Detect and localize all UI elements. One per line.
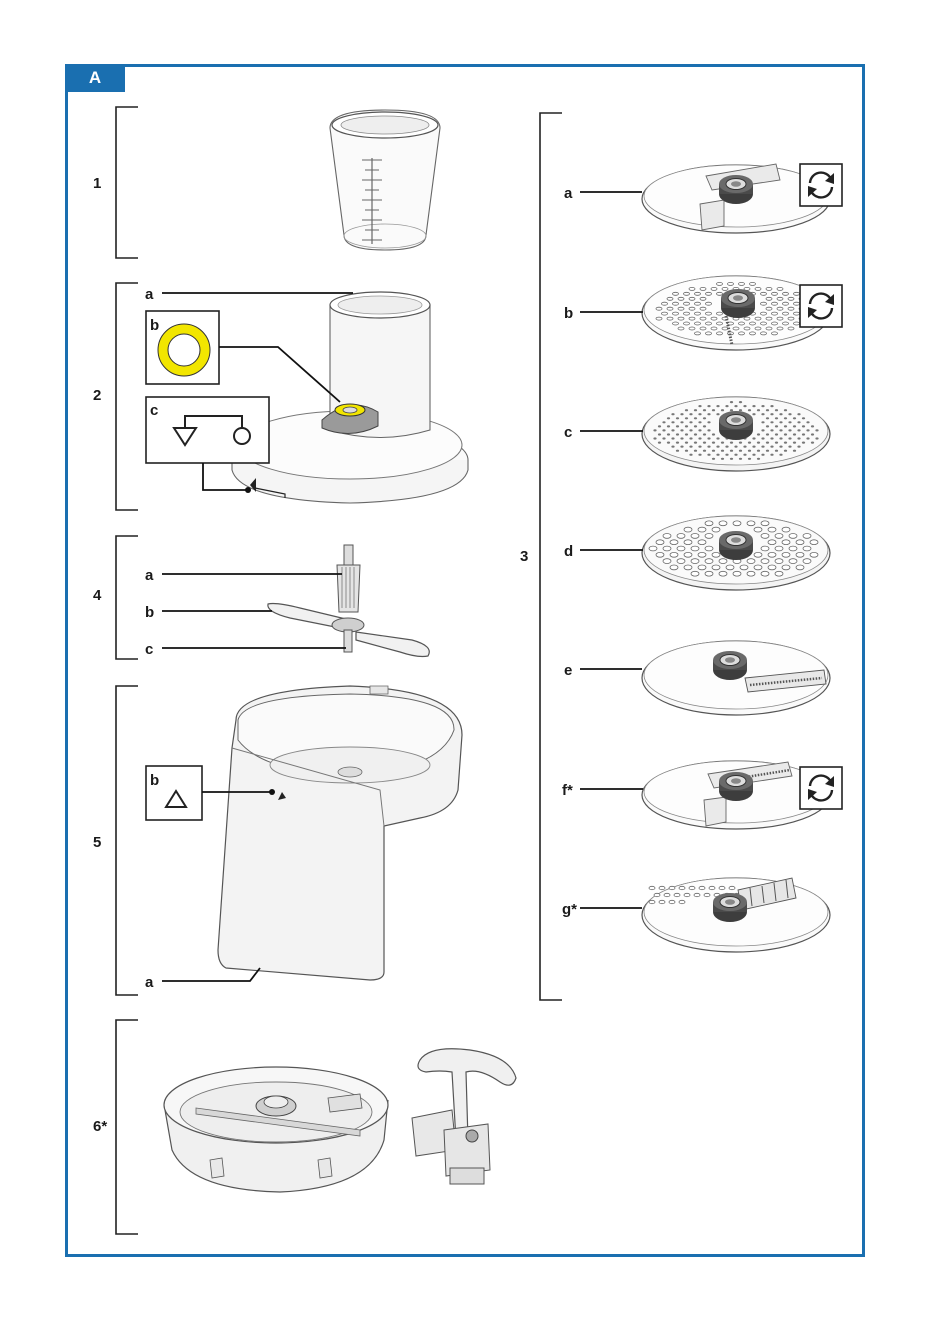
triangle-circle-symbol-icon	[146, 397, 269, 463]
section-4-number: 4	[93, 587, 102, 604]
disc-d	[642, 516, 830, 590]
section-5-label-a: a	[145, 974, 154, 991]
bracket-2	[116, 283, 138, 510]
section-4-label-b: b	[145, 604, 154, 621]
section-5-number: 5	[93, 834, 101, 851]
measuring-cup	[330, 110, 440, 250]
section-3-label-c: c	[564, 424, 572, 441]
disc-e	[642, 641, 830, 715]
bracket-6	[116, 1020, 138, 1234]
disc-g	[642, 878, 830, 952]
section-3-label-d: d	[564, 543, 573, 560]
section-2-label-b: b	[150, 317, 159, 334]
section-3-label-b: b	[564, 305, 573, 322]
work-bowl	[218, 686, 462, 980]
bracket-3	[540, 113, 562, 1000]
disc-removal-tool	[412, 1049, 516, 1184]
knife-blade	[268, 545, 429, 657]
section-6: 6*	[93, 1020, 516, 1234]
section-4-label-a: a	[145, 567, 154, 584]
section-3-label-e: e	[564, 662, 572, 679]
section-2-number: 2	[93, 387, 101, 404]
reversible-arrows-icon	[800, 767, 842, 809]
section-3-label-g: g*	[562, 901, 577, 918]
section-2-label-a: a	[145, 286, 154, 303]
bracket-4	[116, 536, 138, 659]
section-2-label-c: c	[150, 402, 158, 419]
section-1: 1	[93, 107, 440, 258]
section-5-label-b: b	[150, 772, 159, 789]
bracket-1	[116, 107, 138, 258]
section-2: 2 a b	[93, 283, 468, 510]
section-3-label-f: f*	[562, 782, 573, 799]
section-1-number: 1	[93, 175, 101, 192]
reversible-arrows-icon	[800, 285, 842, 327]
bracket-5	[116, 686, 138, 995]
section-4: 4 a b c	[93, 536, 429, 659]
section-5: 5 b a	[93, 686, 462, 995]
section-3-label-a: a	[564, 185, 573, 202]
section-6-number: 6*	[93, 1118, 107, 1135]
reversible-arrows-icon	[800, 164, 842, 206]
section-3: 3 a b c	[520, 113, 842, 1000]
accessory-disc-holder	[164, 1067, 388, 1192]
section-3-number: 3	[520, 548, 528, 565]
disc-c	[642, 397, 830, 471]
section-4-label-c: c	[145, 641, 153, 658]
